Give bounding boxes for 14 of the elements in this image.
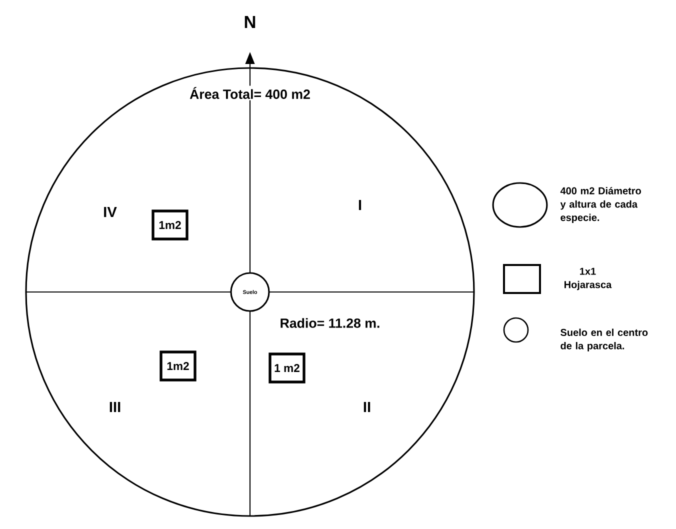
sample-square: 1 m2 [268, 352, 306, 384]
plot-circle [25, 67, 475, 517]
quadrant-number: II [364, 402, 370, 412]
legend-text: Suelo en el centro de la parcela. [560, 328, 648, 352]
radius-label: Radio= 11.28 m. [280, 318, 380, 328]
sample-square: 1m2 [152, 210, 188, 240]
quadrant-number: IV [104, 206, 117, 218]
area-label: Área Total= 400 m2 [188, 86, 312, 100]
legend-text: 400 m2 Diámetro y altura de cada especie. [560, 186, 641, 224]
quadrant-number: III [110, 402, 120, 412]
sample-square: 1m2 [160, 350, 196, 382]
north-label: N [244, 16, 256, 28]
legend-text: 1x1 Hojarasca [564, 268, 612, 290]
quadrant-number: I [358, 200, 362, 210]
